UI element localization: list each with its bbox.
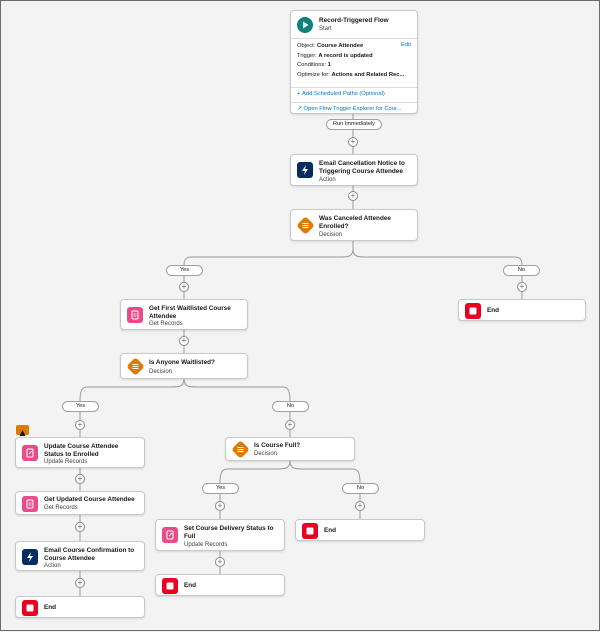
add-element-button[interactable]: + (355, 501, 365, 511)
warning-icon[interactable] (16, 425, 29, 436)
start-subtitle: Start (319, 26, 332, 32)
add-element-button[interactable]: + (517, 282, 527, 292)
play-icon (297, 17, 313, 33)
add-element-button[interactable]: + (285, 420, 295, 430)
lightning-icon (297, 162, 313, 178)
stop-icon (302, 523, 318, 539)
stop-icon (465, 303, 481, 319)
divider (291, 38, 417, 39)
node-end[interactable]: End (458, 299, 586, 321)
node-email-confirmation[interactable]: Email Course Confirmation to Course Atte… (15, 541, 145, 571)
add-element-button[interactable]: + (75, 578, 85, 588)
records-icon (127, 307, 143, 323)
branch-no-label: No (503, 265, 540, 276)
node-end[interactable]: End (155, 574, 285, 596)
update-records-icon (162, 527, 178, 543)
node-anyone-waitlisted-decision[interactable]: Is Anyone Waitlisted? Decision (120, 353, 248, 379)
node-update-status[interactable]: Update Course Attendee Status to Enrolle… (15, 437, 145, 468)
branch-no-label: No (342, 483, 379, 494)
add-element-button[interactable]: + (179, 336, 189, 346)
add-element-button[interactable]: + (215, 501, 225, 511)
add-element-button[interactable]: + (75, 420, 85, 430)
start-details: Object: Course Attendee Trigger: A recor… (297, 43, 405, 78)
decision-icon (296, 216, 315, 235)
trigger-value: A record is updated (318, 52, 373, 59)
conditions-value: 1 (327, 62, 331, 69)
add-scheduled-paths-link[interactable]: + Add Scheduled Paths (Optional) (297, 91, 385, 97)
branch-yes-label: Yes (202, 483, 239, 494)
lightning-icon (22, 549, 38, 565)
node-get-updated[interactable]: Get Updated Course Attendee Get Records (15, 491, 145, 515)
optimize-value: Actions and Related Rec... (331, 71, 405, 78)
plus-icon: + (297, 91, 301, 97)
add-element-button[interactable]: + (179, 282, 189, 292)
stop-icon (22, 600, 38, 616)
add-element-button[interactable]: + (348, 191, 358, 201)
divider (291, 87, 417, 88)
node-end[interactable]: End (295, 519, 425, 541)
run-immediately-label: Run Immediately (326, 119, 382, 130)
records-icon (22, 496, 38, 512)
branch-yes-label: Yes (62, 401, 99, 412)
edit-link[interactable]: Edit (401, 42, 411, 48)
add-element-button[interactable]: + (75, 474, 85, 484)
node-course-full-decision[interactable]: Is Course Full? Decision (225, 437, 355, 461)
branch-yes-label: Yes (166, 265, 203, 276)
external-link-icon: ↗ (297, 106, 302, 112)
add-element-button[interactable]: + (348, 137, 358, 147)
add-element-button[interactable]: + (215, 557, 225, 567)
start-node[interactable]: Record-Triggered Flow Start Edit Object:… (290, 10, 418, 114)
branch-no-label: No (272, 401, 309, 412)
node-end[interactable]: End (15, 596, 145, 618)
divider (291, 102, 417, 103)
update-records-icon (22, 445, 38, 461)
open-trigger-explorer-link[interactable]: ↗ Open Flow Trigger Explorer for Cour... (297, 106, 402, 112)
node-email-cancellation[interactable]: Email Cancellation Notice to Triggering … (290, 154, 418, 186)
node-was-canceled-decision[interactable]: Was Canceled Attendee Enrolled? Decision (290, 209, 418, 241)
add-element-button[interactable]: + (75, 522, 85, 532)
decision-icon (126, 357, 145, 376)
stop-icon (162, 578, 178, 594)
node-set-delivery-status[interactable]: Set Course Delivery Status to Full Updat… (155, 519, 285, 551)
decision-icon (231, 440, 250, 459)
object-value: Course Attendee (317, 43, 364, 49)
node-get-first-waitlisted[interactable]: Get First Waitlisted Course Attendee Get… (120, 299, 248, 330)
start-title: Record-Triggered Flow (319, 17, 389, 24)
